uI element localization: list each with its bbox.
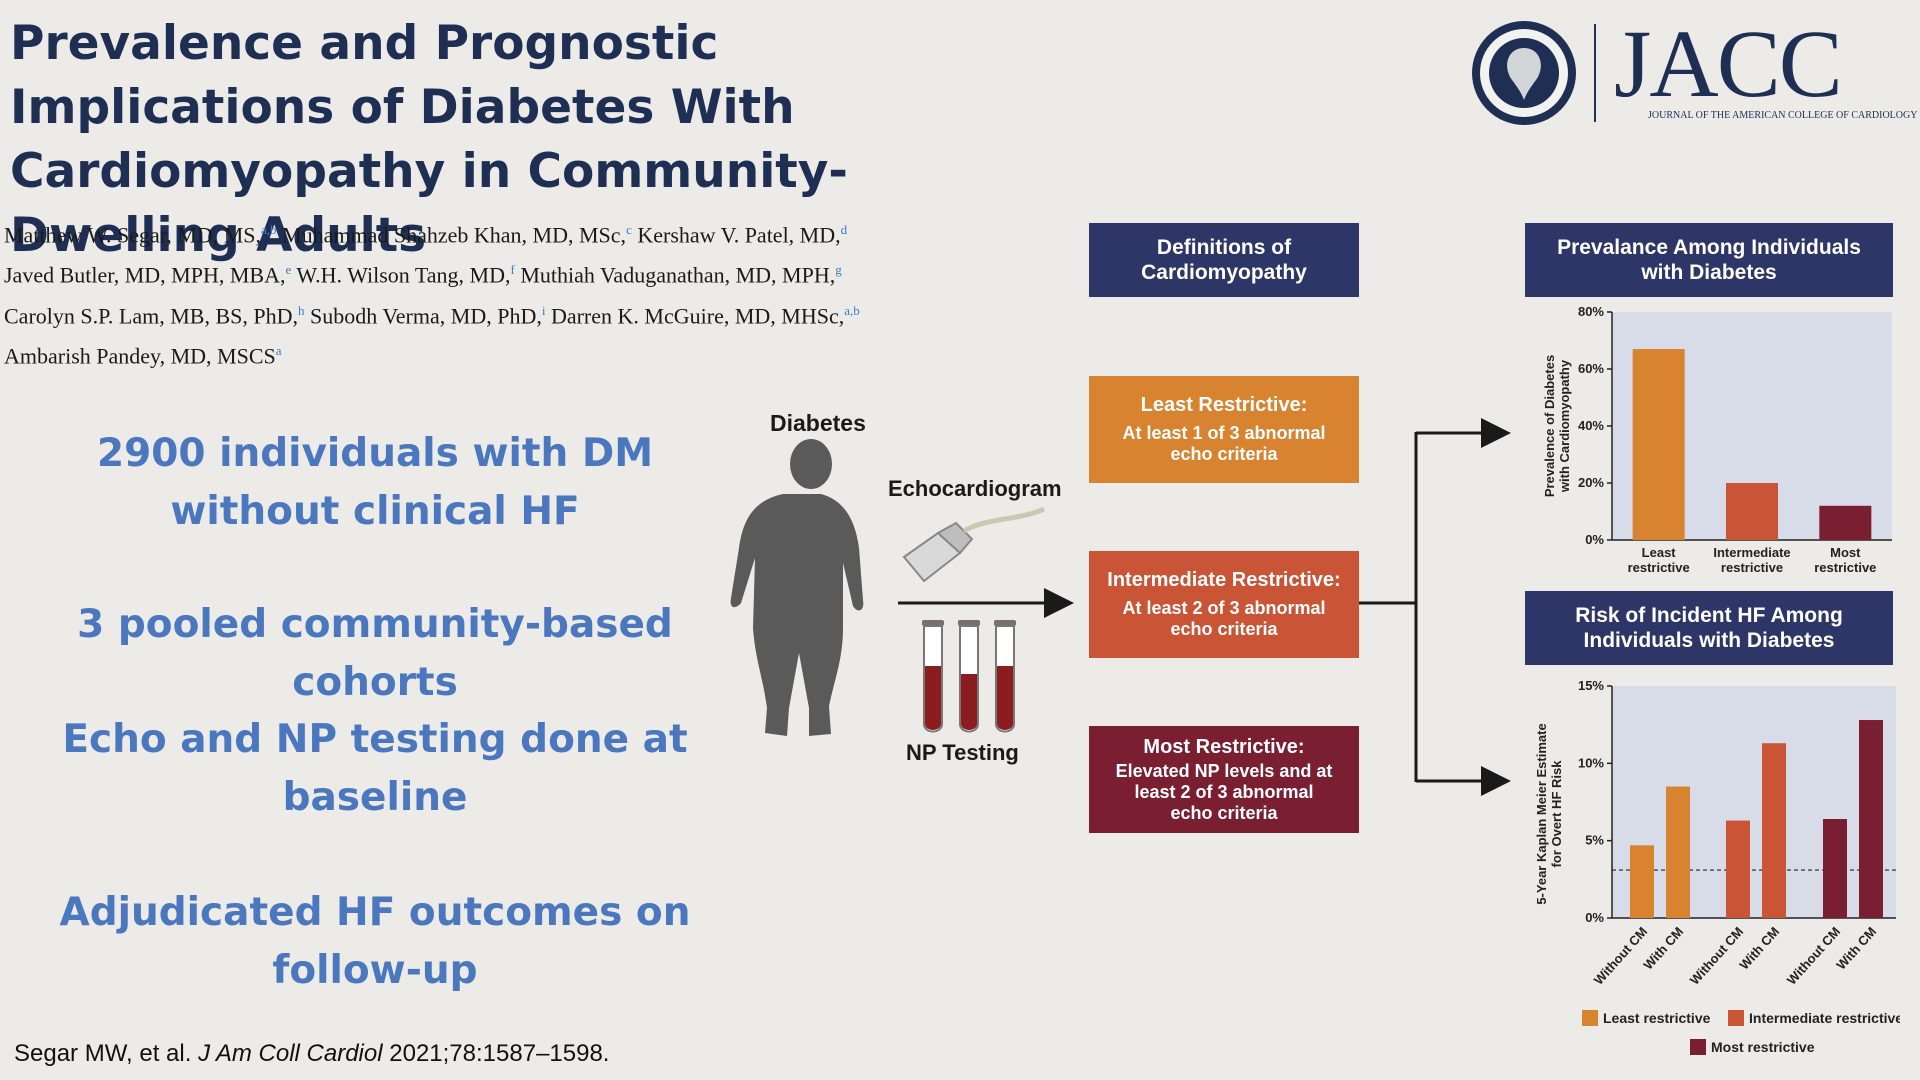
author-name: Ambarish Pandey, MD, MSCS	[4, 343, 276, 369]
author-affiliation: d	[840, 222, 848, 237]
plot-area	[1612, 686, 1896, 918]
jacc-subtitle: JOURNAL OF THE AMERICAN COLLEGE OF CARDI…	[1648, 110, 1918, 121]
intermediate-restrictive-title: Intermediate Restrictive:	[1107, 569, 1341, 591]
author-line: Carolyn S.P. Lam, MB, BS, PhD,h Subodh V…	[4, 293, 1064, 333]
citation-reference: 2021;78:1587–1598.	[389, 1040, 610, 1067]
y-axis-label-line1: 5-Year Kaplan Meier Estimate	[1534, 723, 1549, 904]
y-axis-label-line1: Prevalence of Diabetes	[1542, 355, 1557, 497]
bar	[1726, 820, 1750, 918]
bullet-outcomes: Adjudicated HF outcomes on follow-up	[59, 890, 691, 993]
author-name: Subodh Verma, MD, PhD,	[304, 302, 542, 328]
y-tick-label: 5%	[1585, 833, 1604, 848]
bullet-participants: 2900 individuals with DM without clinica…	[96, 431, 654, 534]
author-name: Matthew W. Segar, MD, MS,	[4, 222, 262, 248]
bar	[1666, 786, 1690, 918]
author-line: Matthew W. Segar, MD, MS,a,b Muhammad Sh…	[4, 212, 1064, 252]
bar	[1632, 349, 1685, 540]
y-tick-label: 60%	[1578, 361, 1604, 376]
most-restrictive-box: Most Restrictive: Elevated NP levels and…	[1089, 726, 1359, 833]
most-restrictive-title: Most Restrictive:	[1143, 735, 1305, 758]
author-list: Matthew W. Segar, MD, MS,a,b Muhammad Sh…	[4, 212, 1064, 373]
legend-label: Intermediate restrictive	[1749, 1010, 1900, 1026]
y-tick-label: 10%	[1578, 755, 1604, 770]
x-tick-label: Intermediate	[1713, 545, 1790, 560]
author-name: Darren K. McGuire, MD, MHSc,	[545, 302, 845, 328]
citation-journal: J Am Coll Cardiol	[198, 1040, 383, 1067]
author-name: Muhammad Shahzeb Khan, MD, MSc,	[276, 222, 627, 248]
least-restrictive-box: Least Restrictive: At least 1 of 3 abnor…	[1089, 376, 1359, 483]
jacc-logo: JACC JOURNAL OF THE AMERICAN COLLEGE OF …	[1468, 10, 1920, 128]
author-affiliation: c	[626, 222, 632, 237]
x-tick-label: Most	[1830, 545, 1861, 560]
author-affiliation: a	[275, 342, 282, 358]
blood-tubes-icon	[916, 616, 1026, 745]
x-tick-label: With CM	[1640, 924, 1686, 973]
author-name: Muthiah Vaduganathan, MD, MPH,	[514, 262, 836, 288]
bar	[1630, 845, 1654, 918]
prevalence-title: Prevalance Among Individuals with Diabet…	[1525, 223, 1893, 297]
author-line: Javed Butler, MD, MPH, MBA,e W.H. Wilson…	[4, 252, 1064, 292]
x-tick-label: restrictive	[1814, 560, 1876, 575]
author-name: Kershaw V. Patel, MD,	[631, 222, 841, 248]
author-name: Carolyn S.P. Lam, MB, BS, PhD,	[4, 302, 298, 328]
author-name: W.H. Wilson Tang, MD,	[291, 262, 511, 288]
x-tick-label: Without CM	[1591, 924, 1650, 988]
author-affiliation: i	[541, 302, 546, 318]
x-tick-label: With CM	[1736, 924, 1782, 973]
y-axis-label-line2: with Cardiomyopathy	[1557, 359, 1572, 493]
intermediate-restrictive-body: At least 2 of 3 abnormal echo criteria	[1122, 598, 1326, 639]
diabetes-label: Diabetes	[770, 410, 866, 436]
legend-label: Most restrictive	[1711, 1039, 1815, 1055]
citation-authors: Segar MW, et al.	[14, 1040, 192, 1067]
author-affiliation: g	[835, 262, 842, 278]
risk-title: Risk of Incident HF Among Individuals wi…	[1525, 591, 1893, 665]
x-tick-label: restrictive	[1628, 560, 1690, 575]
definitions-title: Definitions of Cardiomyopathy	[1089, 223, 1359, 297]
bar	[1859, 720, 1883, 918]
author-affiliation: f	[510, 262, 515, 278]
x-tick-label: Without CM	[1784, 924, 1843, 988]
y-axis-label-line2: for Overt HF Risk	[1549, 760, 1564, 868]
x-tick-label: Without CM	[1687, 924, 1746, 988]
legend-swatch	[1690, 1039, 1706, 1055]
ultrasound-probe-icon	[898, 505, 1048, 590]
bullet-cohorts: 3 pooled community-based cohorts	[77, 602, 673, 705]
author-affiliation: e	[285, 262, 292, 278]
np-testing-label: NP Testing	[906, 740, 1019, 765]
author-line: Ambarish Pandey, MD, MSCSa	[4, 333, 1064, 373]
x-tick-label: Least	[1642, 545, 1677, 560]
bar	[1819, 505, 1872, 540]
y-tick-label: 20%	[1578, 475, 1604, 490]
least-restrictive-body: At least 1 of 3 abnormal echo criteria	[1122, 423, 1326, 464]
author-name: Javed Butler, MD, MPH, MBA,	[4, 262, 286, 288]
x-tick-label: With CM	[1833, 924, 1879, 973]
bar	[1823, 819, 1847, 918]
jacc-wordmark: JACC	[1614, 10, 1843, 117]
y-tick-label: 40%	[1578, 418, 1604, 433]
most-restrictive-body: Elevated NP levels and at least 2 of 3 a…	[1115, 760, 1333, 823]
y-tick-label: 0%	[1585, 532, 1604, 547]
page-title: Prevalence and Prognostic Implications o…	[10, 16, 848, 263]
person-silhouette-icon	[725, 438, 875, 748]
bar	[1762, 743, 1786, 918]
y-tick-label: 80%	[1578, 304, 1604, 319]
author-affiliation: a,b	[844, 302, 860, 318]
legend-swatch	[1728, 1010, 1744, 1026]
bullet-testing: Echo and NP testing done at baseline	[62, 717, 688, 820]
y-tick-label: 15%	[1578, 678, 1604, 693]
legend-label: Least restrictive	[1603, 1010, 1711, 1026]
citation: Segar MW, et al. J Am Coll Cardiol 2021;…	[14, 1040, 609, 1068]
intermediate-restrictive-box: Intermediate Restrictive: At least 2 of …	[1089, 551, 1359, 658]
bar	[1726, 483, 1778, 540]
x-tick-label: restrictive	[1721, 560, 1783, 575]
legend-swatch	[1582, 1010, 1598, 1026]
author-affiliation: h	[298, 302, 305, 318]
y-tick-label: 0%	[1585, 910, 1604, 925]
least-restrictive-title: Least Restrictive:	[1140, 394, 1308, 416]
author-affiliation: a,b	[261, 222, 277, 237]
echo-label: Echocardiogram	[888, 476, 1062, 501]
